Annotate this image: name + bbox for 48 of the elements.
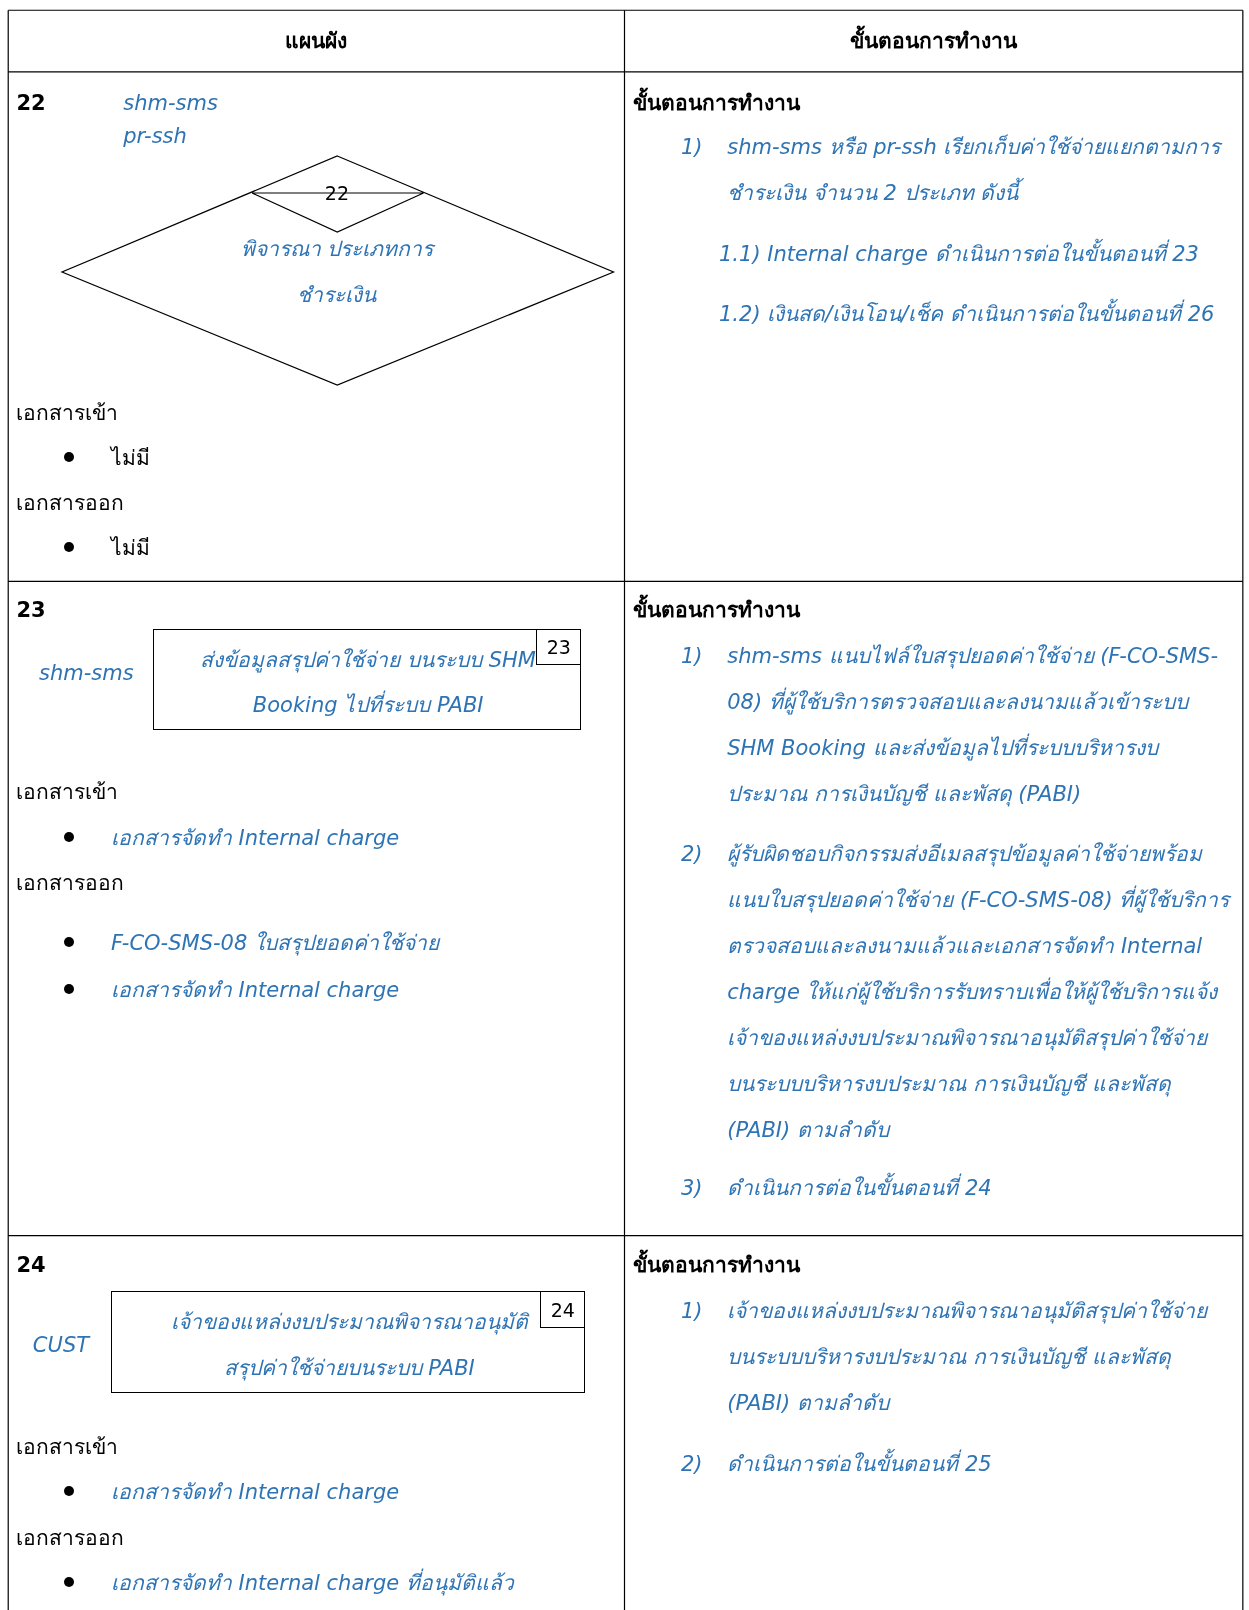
- step-text: shm-sms แนบไฟล์ใบสรุปยอดค่าใช้จ่าย (F-CO-SMS-08) ที่ผู้ใช้บริการตรวจสอบและลงนามแล้วเข้าระบบ SHM Booking และส่งข้อมูลไปที่ระบบบริหารงบประมาณ การเงินบัญชี และพัสดุ (PABI): [727, 643, 1219, 809]
- column-header: ขั้นตอนการทำงาน: [624, 18, 1243, 65]
- document-heading: เอกสารเข้า: [16, 399, 119, 427]
- document-heading: เอกสารออก: [16, 870, 125, 898]
- document-item: ไม่มี: [110, 445, 150, 473]
- document-item: เอกสารจัดทำ Internal charge: [110, 1479, 400, 1507]
- document-item: เอกสารจัดทำ Internal charge ที่อนุมัติแล้ว: [110, 1567, 514, 1598]
- step-text: ผู้รับผิดชอบกิจกรรมส่งอีเมลสรุปข้อมูลค่าใช้จ่ายพร้อมแนบใบสรุปยอดค่าใช้จ่าย (F-CO-SMS-08) ที่ผู้ใช้บริการตรวจสอบและลงนามแล้วและเอกสารจัดทำ Internal charge ให้แก่ผู้ใช้บริการรับทราบเพื่อให้ผู้ใช้บริการแจ้งเจ้าของแหล่งงบประมาณพิจารณาอนุมัติสรุปค่าใช้จ่ายบนระบบบริหารงบประมาณ การเงินบัญชี และพัสดุ (PABI) ตามลำดับ: [727, 840, 1233, 1144]
- step-number: 23: [16, 597, 46, 625]
- column-header: แผนผัง: [284, 28, 349, 56]
- step-number-tab: 24: [540, 1291, 586, 1329]
- role-label: pr-ssh: [123, 122, 187, 150]
- document-heading: เอกสารเข้า: [16, 778, 119, 806]
- section-heading: ขั้นตอนการทำงาน: [632, 79, 800, 126]
- list-number: 3): [681, 1175, 703, 1203]
- document-heading: เอกสารออก: [16, 490, 125, 518]
- step-text: เจ้าของแหล่งงบประมาณพิจารณาอนุมัติสรุปค่าใช้จ่ายบนระบบบริหารงบประมาณ การเงินบัญชี และพัสดุ (PABI) ตามลำดับ: [727, 1297, 1210, 1417]
- role-label: CUST: [32, 1331, 90, 1359]
- process-label: ส่งข้อมูลสรุปค่าใช้จ่าย บนระบบ SHM Booking ไปที่ระบบ PABI: [199, 646, 537, 719]
- step-number: 22: [16, 89, 46, 117]
- document-item: เอกสารจัดทำ Internal charge: [110, 977, 400, 1005]
- step-number-tab: 23: [536, 628, 582, 665]
- document-item: เอกสารจัดทำ Internal charge: [110, 825, 400, 853]
- process-label: เจ้าของแหล่งงบประมาณพิจารณาอนุมัติ สรุปค่าใช้จ่ายบนระบบ PABI: [169, 1309, 531, 1383]
- section-heading: ขั้นตอนการทำงาน: [632, 1242, 800, 1289]
- decision-diamond: [61, 156, 614, 386]
- process-box: [153, 628, 582, 731]
- list-number: 2): [681, 1450, 703, 1478]
- step-text: ดำเนินการต่อในขั้นตอนที่ 25: [727, 1440, 992, 1487]
- role-label: shm-sms: [39, 659, 134, 687]
- step-text: shm-sms หรือ pr-ssh เรียกเก็บค่าใช้จ่ายแยกตามการชำระเงิน จำนวน 2 ประเภท ดังนี้: [727, 133, 1224, 207]
- document-item: ไม่มี: [110, 535, 150, 563]
- step-number: 24: [16, 1252, 46, 1280]
- list-number: 1): [681, 133, 703, 161]
- section-heading: ขั้นตอนการทำงาน: [632, 587, 800, 634]
- document-heading: เอกสารออก: [16, 1524, 125, 1552]
- list-number: 1): [681, 1297, 703, 1325]
- decision-label: พิจารณา ประเภทการชำระเงิน: [239, 235, 437, 309]
- document-item: F-CO-SMS-08 ใบสรุปยอดค่าใช้จ่าย: [110, 929, 439, 958]
- step-text: 1.1) Internal charge ดำเนินการต่อในขั้นตอนที่ 23: [719, 230, 1199, 277]
- list-number: 1): [681, 643, 703, 671]
- document-heading: เอกสารเข้า: [16, 1434, 119, 1462]
- process-box: [110, 1291, 586, 1393]
- step-text: 1.2) เงินสด/เงินโอน/เช็ค ดำเนินการต่อในขั้นตอนที่ 26: [719, 291, 1215, 338]
- list-number: 2): [681, 840, 703, 868]
- step-text: ดำเนินการต่อในขั้นตอนที่ 24: [727, 1165, 992, 1212]
- role-label: shm-sms: [123, 89, 218, 117]
- step-number: 22: [323, 181, 350, 207]
